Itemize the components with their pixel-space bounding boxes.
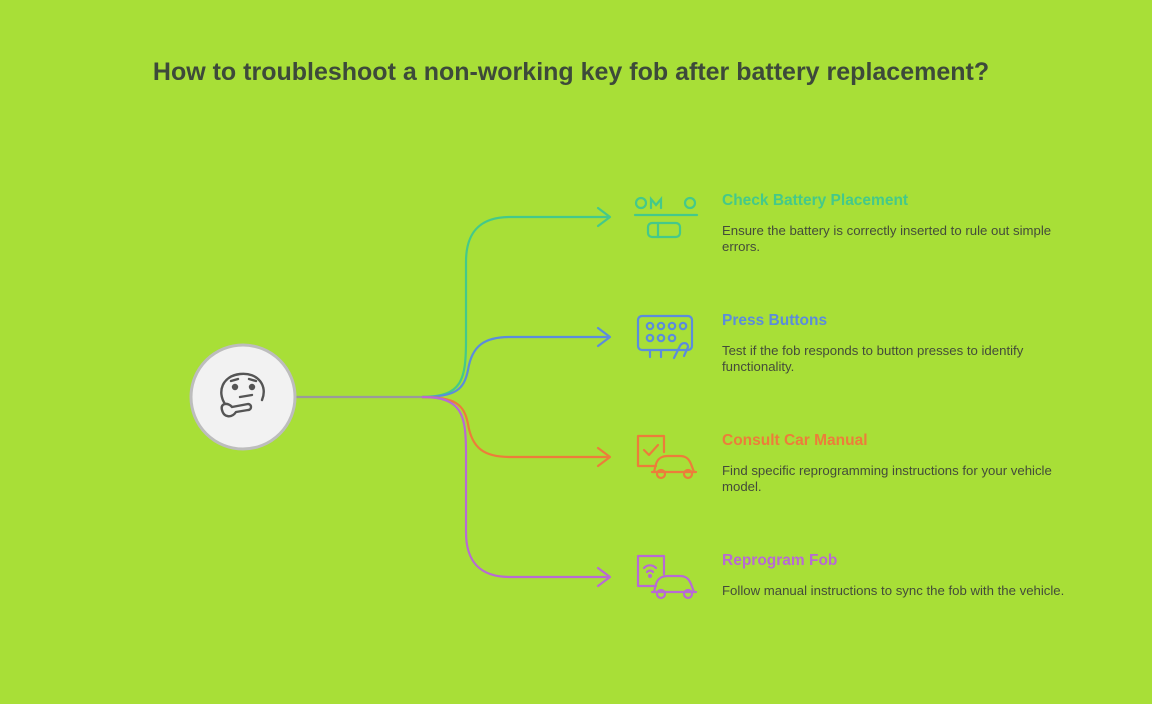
connector-buttons — [421, 335, 608, 399]
branch-desc-manual: Find specific reprogramming instructions… — [722, 463, 1052, 494]
arrow-battery — [596, 206, 612, 228]
manual-car-icon — [636, 434, 698, 480]
connector-manual — [421, 395, 608, 459]
page-title: How to troubleshoot a non-working key fo… — [152, 58, 990, 86]
branch-title-battery: Check Battery Placement — [722, 192, 909, 209]
arrow-manual — [596, 446, 612, 468]
branch-battery: Check Battery Placement Ensure the batte… — [722, 192, 1067, 254]
thinking-face-icon — [220, 372, 265, 418]
keypad-press-icon — [636, 314, 694, 360]
battery-placement-icon — [633, 195, 699, 239]
connector-battery — [421, 215, 608, 399]
connector-reprogram — [421, 395, 608, 579]
branch-title-manual: Consult Car Manual — [722, 432, 868, 449]
branch-desc-battery: Ensure the battery is correctly inserted… — [722, 223, 1052, 254]
branch-desc-buttons: Test if the fob responds to button press… — [722, 343, 1024, 374]
branch-buttons: Press Buttons Test if the fob responds t… — [722, 312, 1067, 374]
branch-reprogram: Reprogram Fob Follow manual instructions… — [722, 552, 1067, 599]
arrow-reprogram — [596, 566, 612, 588]
branch-title-buttons: Press Buttons — [722, 312, 828, 329]
arrow-buttons — [596, 326, 612, 348]
wireless-car-icon — [636, 554, 698, 600]
branch-title-reprogram: Reprogram Fob — [722, 552, 838, 569]
branch-manual: Consult Car Manual Find specific reprogr… — [722, 432, 1067, 494]
branch-desc-reprogram: Follow manual instructions to sync the f… — [722, 583, 1065, 598]
